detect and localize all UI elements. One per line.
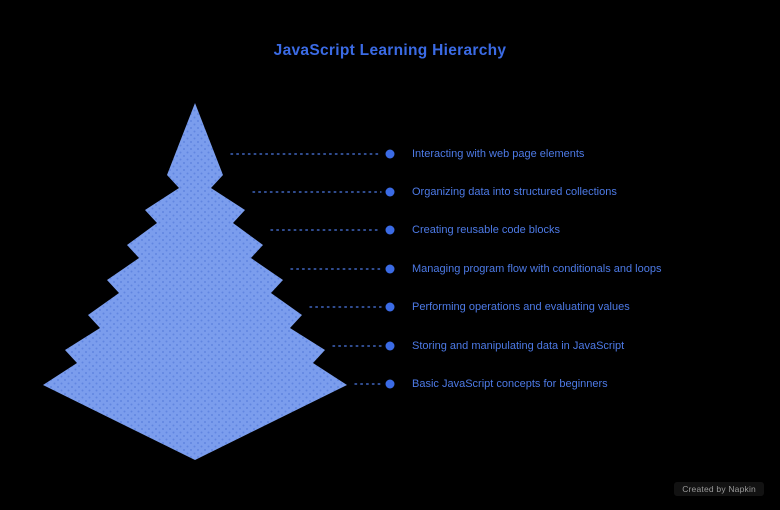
level-marker-dot-3: [385, 225, 395, 235]
level-marker-dot-1: [385, 149, 395, 159]
level-label-2: Organizing data into structured collecti…: [412, 186, 617, 198]
level-label-1: Interacting with web page elements: [412, 148, 585, 160]
level-label-6: Storing and manipulating data in JavaScr…: [412, 340, 625, 352]
level-label-7: Basic JavaScript concepts for beginners: [412, 378, 608, 390]
level-label-5: Performing operations and evaluating val…: [412, 301, 630, 313]
level-marker-dot-7: [385, 379, 395, 389]
level-marker-dot-5: [385, 302, 395, 312]
pyramid-shape: [43, 103, 347, 460]
level-label-4: Managing program flow with conditionals …: [412, 263, 662, 275]
page-title: JavaScript Learning Hierarchy: [273, 42, 507, 59]
level-marker-dot-4: [385, 264, 395, 274]
level-label-3: Creating reusable code blocks: [412, 224, 560, 236]
level-marker-dot-6: [385, 341, 395, 351]
level-marker-dot-2: [385, 187, 395, 197]
watermark-badge[interactable]: Created by Napkin: [674, 482, 764, 496]
